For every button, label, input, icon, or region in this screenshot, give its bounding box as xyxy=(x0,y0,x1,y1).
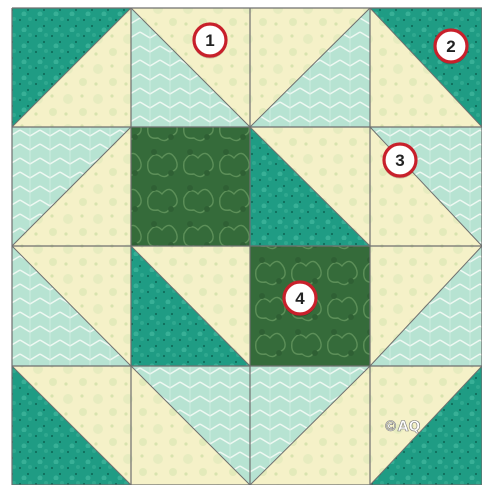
number-badge-3: 3 xyxy=(383,144,417,179)
patch-r2-c2 xyxy=(131,127,250,246)
badge-number: 3 xyxy=(395,151,404,170)
copyright-mark: ©AQ xyxy=(384,419,421,435)
badge-number: 2 xyxy=(446,37,455,56)
number-badge-1: 1 xyxy=(193,24,227,59)
badge-number: 1 xyxy=(205,31,214,50)
badge-number: 4 xyxy=(295,289,305,308)
number-badge-2: 2 xyxy=(434,30,468,65)
number-badge-4: 4 xyxy=(283,282,317,317)
dark-square xyxy=(131,127,250,246)
